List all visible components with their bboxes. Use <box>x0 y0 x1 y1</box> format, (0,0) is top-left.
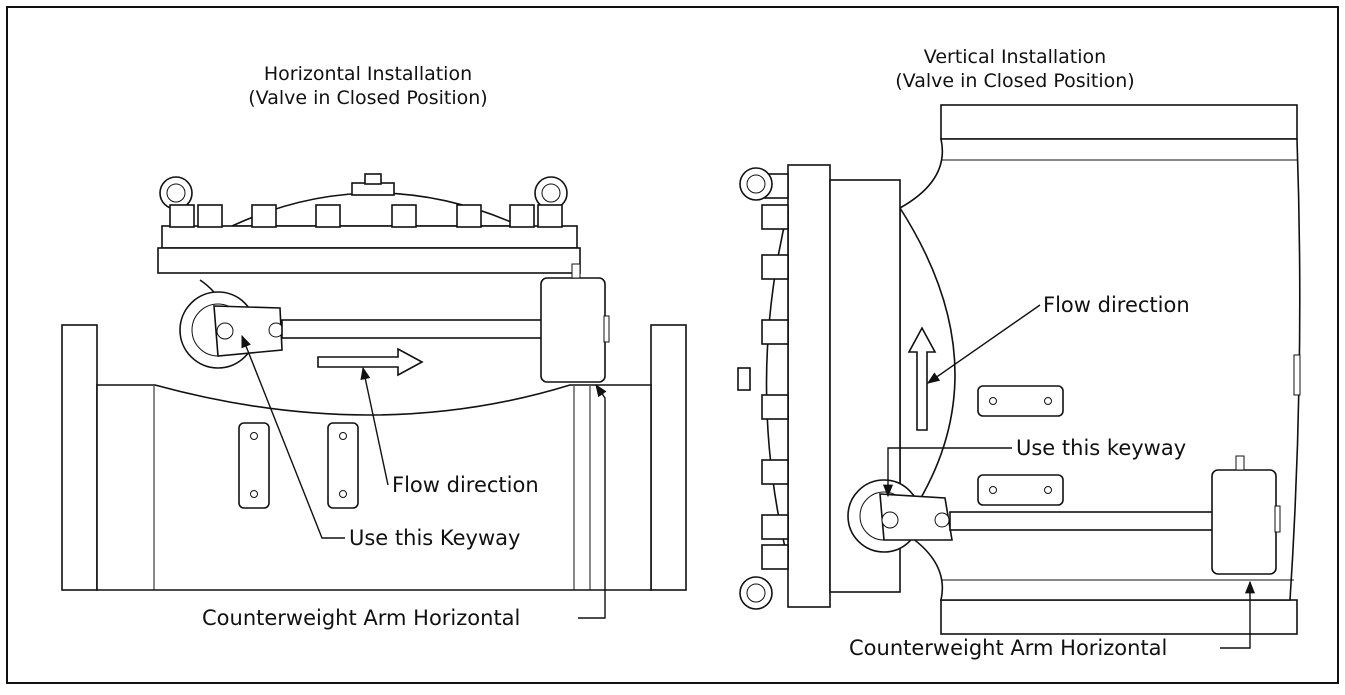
arm-label-vertical: Counterweight Arm Horizontal <box>849 636 1167 660</box>
top-end-flange <box>940 104 1298 140</box>
keyway-label-vertical: Use this keyway <box>1016 436 1186 460</box>
slot-plate-upper <box>977 385 1064 417</box>
flow-arrow-vertical <box>907 326 937 431</box>
keyway-label-horizontal: Use this Keyway <box>349 526 520 550</box>
flow-leader-vertical <box>926 304 1041 384</box>
flow-label-vertical: Flow direction <box>1043 293 1190 317</box>
arm-leader-horizontal <box>578 383 607 619</box>
counterweight-rod-vertical <box>949 511 1215 531</box>
counterweight-rod <box>281 319 543 339</box>
flow-arrow-horizontal <box>317 347 424 377</box>
counterweight <box>540 277 606 383</box>
horizontal-title-line2: (Valve in Closed Position) <box>248 87 487 109</box>
lever-arm-vertical <box>879 493 953 541</box>
drawing-frame <box>6 6 1339 684</box>
right-end-flange <box>650 324 687 591</box>
counterweight-vertical <box>1211 469 1277 575</box>
horizontal-title-line1: Horizontal Installation <box>264 63 472 85</box>
side-flange-outer <box>787 164 831 608</box>
cover-flange <box>161 225 578 249</box>
arm-label-horizontal: Counterweight Arm Horizontal <box>202 606 520 630</box>
vertical-title-line1: Vertical Installation <box>924 46 1106 68</box>
vertical-title-line2: (Valve in Closed Position) <box>895 70 1134 92</box>
vertical-installation: Vertical Installation (Valve in Closed P… <box>737 46 1301 660</box>
bottom-end-flange <box>940 599 1298 635</box>
horizontal-valve-drawing <box>61 173 687 591</box>
horizontal-valve-body <box>96 384 652 591</box>
left-end-flange <box>61 324 98 591</box>
body-flange <box>157 247 581 274</box>
keyway-leader-horizontal <box>241 334 345 539</box>
slot-plate-left <box>238 422 270 509</box>
arm-leader-vertical <box>1220 580 1256 649</box>
flow-leader-horizontal <box>360 366 389 486</box>
lever-arm <box>213 305 283 357</box>
keyway-leader-vertical <box>882 447 1012 498</box>
horizontal-installation: Horizontal Installation (Valve in Closed… <box>61 63 687 630</box>
vertical-valve-drawing <box>737 104 1301 635</box>
slot-plate-right <box>327 422 359 509</box>
slot-plate-lower <box>977 474 1064 506</box>
flow-label-horizontal: Flow direction <box>392 473 539 497</box>
